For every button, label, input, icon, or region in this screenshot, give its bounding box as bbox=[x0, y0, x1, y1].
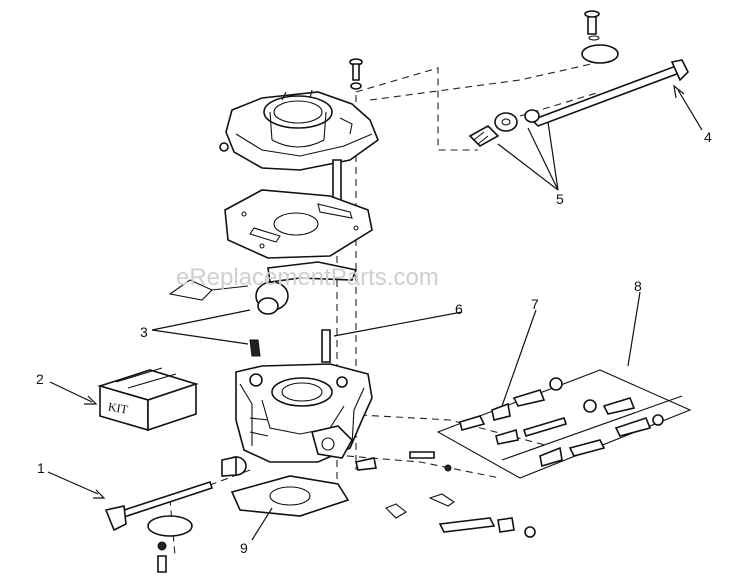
watermark: eReplacementParts.com bbox=[176, 264, 439, 291]
callout-9: 9 bbox=[240, 540, 248, 556]
carburetor-body bbox=[235, 363, 373, 463]
kit-box: KIT bbox=[97, 367, 199, 432]
callout-1: 1 bbox=[37, 460, 45, 476]
adjustment-screws bbox=[355, 451, 536, 538]
top-gasket bbox=[224, 189, 373, 259]
rebuild-kit-panel bbox=[436, 369, 692, 479]
carburetor-top-cover bbox=[219, 89, 379, 171]
kit-label: KIT bbox=[107, 399, 130, 416]
callout-2: 2 bbox=[36, 371, 44, 387]
callout-6: 6 bbox=[455, 301, 463, 317]
throttle-shaft bbox=[104, 480, 214, 573]
callout-5: 5 bbox=[556, 191, 564, 207]
float-assembly bbox=[168, 261, 358, 357]
leader-lines bbox=[47, 84, 703, 541]
mounting-gasket bbox=[230, 475, 350, 517]
choke-assembly bbox=[468, 10, 689, 147]
callout-4: 4 bbox=[704, 129, 712, 145]
callout-8: 8 bbox=[634, 278, 642, 294]
float-pin bbox=[321, 329, 331, 363]
throttle-bushing bbox=[221, 456, 247, 477]
callout-labels: 1 2 3 4 5 6 7 8 9 bbox=[36, 129, 712, 556]
top-cover-screw bbox=[349, 58, 363, 90]
stud bbox=[332, 159, 342, 201]
callout-7: 7 bbox=[531, 296, 539, 312]
callout-3: 3 bbox=[140, 324, 148, 340]
